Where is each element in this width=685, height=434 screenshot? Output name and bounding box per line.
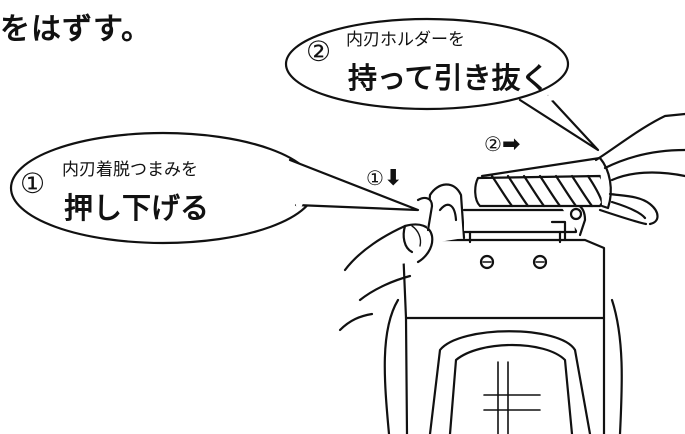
step-2-callout: ② 内刃ホルダーを 持って引き抜く: [300, 22, 560, 102]
step-1-instruction: 押し下げる: [64, 191, 210, 225]
pull-out-marker: ②➡: [484, 134, 520, 156]
step-2-number: ②: [306, 35, 332, 68]
step-2-caption: 内刃ホルダーを: [346, 30, 465, 50]
right-hand: [594, 112, 685, 162]
pull-out-number: ②: [484, 132, 502, 156]
push-down-marker: ①⬇: [366, 168, 402, 190]
step-1-number: ①: [20, 167, 46, 200]
step-2-instruction: 持って引き抜く: [348, 61, 550, 95]
arrow-down-icon: ⬇: [383, 166, 403, 191]
step-1-callout: ① 内刃着脱つまみを 押し下げる: [18, 148, 278, 238]
speech-bubble-2: [284, 17, 570, 111]
step-1-caption: 内刃着脱つまみを: [62, 160, 198, 180]
push-down-number: ①: [366, 166, 384, 190]
page-heading: をはずす。: [0, 12, 152, 47]
left-hand: [343, 223, 434, 272]
shaver-body: [401, 238, 606, 320]
arrow-right-icon: ➡: [501, 132, 521, 157]
